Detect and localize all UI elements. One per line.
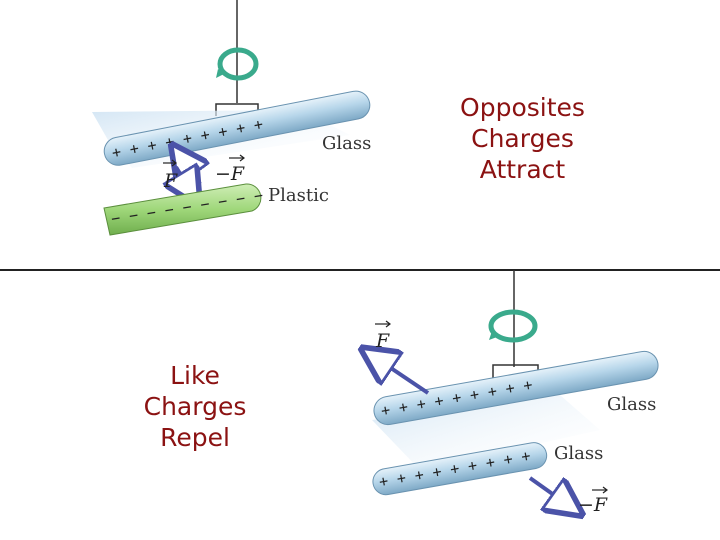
glass-rod-lower bbox=[372, 442, 548, 496]
glass-label-upper: Glass bbox=[607, 394, 656, 415]
caption-line: Repel bbox=[160, 423, 230, 452]
svg-text:−F: −F bbox=[215, 163, 245, 185]
section-divider bbox=[0, 269, 720, 271]
force-label-minus-F: −F bbox=[215, 154, 245, 185]
attraction-diagram: + + + + + + + + + Glass F −F − − − − − −… bbox=[92, 0, 371, 236]
force-arrow-lower bbox=[528, 476, 568, 505]
rotation-arrow-icon bbox=[488, 309, 538, 343]
plastic-rod bbox=[103, 183, 262, 236]
force-arrow-upper bbox=[376, 358, 430, 395]
caption-line: Opposites bbox=[460, 93, 585, 122]
force-label-minus-F: −F bbox=[578, 486, 608, 516]
rotation-arrow-icon bbox=[216, 47, 259, 81]
force-arrow-glass bbox=[176, 167, 190, 190]
caption-opposites-attract: Opposites Charges Attract bbox=[430, 92, 615, 185]
force-label-F: F bbox=[163, 159, 178, 192]
caption-line: Charges bbox=[143, 392, 247, 421]
caption-like-repel: Like Charges Repel bbox=[110, 360, 280, 453]
glass-rod-upper bbox=[373, 350, 659, 426]
svg-text:F: F bbox=[163, 170, 178, 192]
glass-label-lower: Glass bbox=[554, 443, 603, 464]
glass-label: Glass bbox=[322, 133, 371, 154]
svg-text:−F: −F bbox=[578, 494, 608, 516]
plastic-label: Plastic bbox=[268, 185, 329, 206]
svg-text:F: F bbox=[375, 330, 390, 352]
caption-line: Like bbox=[170, 361, 220, 390]
caption-line: Attract bbox=[479, 155, 566, 184]
rod-stirrup bbox=[215, 103, 259, 116]
caption-line: Charges bbox=[471, 124, 574, 153]
force-label-F: F bbox=[375, 320, 391, 352]
